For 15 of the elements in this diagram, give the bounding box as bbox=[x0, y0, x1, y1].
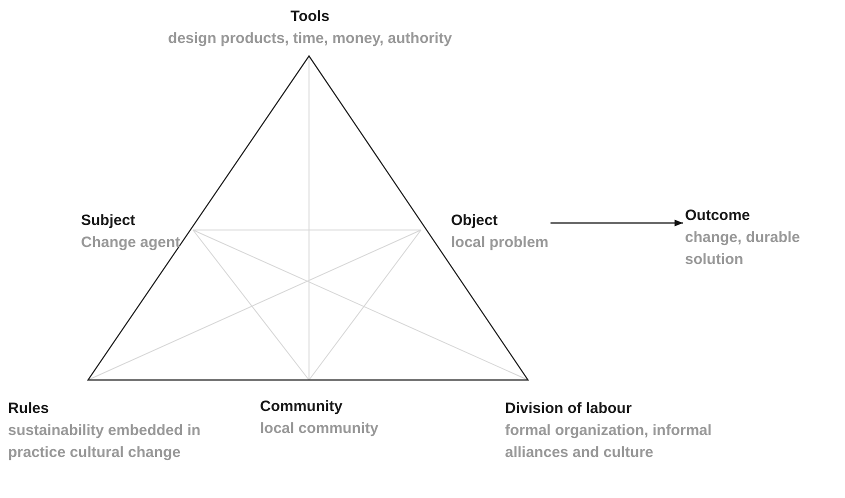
node-heading: Subject bbox=[81, 211, 136, 231]
node-heading: Tools bbox=[290, 7, 330, 27]
node-description: formal organization, informal alliances and culture bbox=[505, 421, 713, 463]
node-heading: Outcome bbox=[685, 206, 752, 226]
node-description: Change agent bbox=[81, 233, 181, 253]
node-description: local community bbox=[260, 419, 380, 439]
node-description: design products, time, money, authority bbox=[167, 29, 453, 49]
node-heading: Object bbox=[451, 211, 499, 231]
node-description: local problem bbox=[451, 233, 550, 253]
node-heading: Division of labour bbox=[505, 399, 633, 419]
node-heading: Community bbox=[260, 397, 344, 417]
node-heading: Rules bbox=[8, 399, 50, 419]
node-description: sustainability embedded in practice cultural change bbox=[8, 421, 202, 463]
node-description: change, durable solution bbox=[685, 228, 802, 270]
arrow bbox=[550, 220, 683, 226]
